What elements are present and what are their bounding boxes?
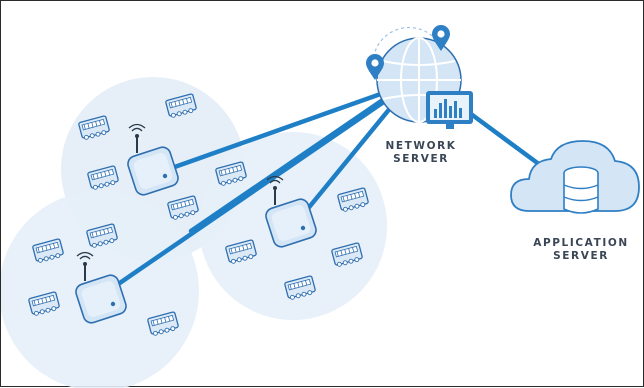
application-server-label-line-2: SERVER [553,250,609,262]
link-gateway-1 [166,88,392,172]
link-gateway-3 [108,94,394,292]
application-server: APPLICATION SERVER [510,140,640,262]
application-server-label-line-1: APPLICATION [533,237,629,249]
network-server: NETWORK SERVER [366,25,473,165]
link-gateway-extra [188,90,396,234]
network-server-label-line-2: SERVER [393,153,449,165]
dashed-orbit [372,26,442,64]
database-cloud-icon [510,140,640,214]
bar-chart-monitor-icon [426,91,473,129]
link-gateway-2 [303,98,399,214]
network-server-label-line-1: NETWORK [385,140,456,152]
